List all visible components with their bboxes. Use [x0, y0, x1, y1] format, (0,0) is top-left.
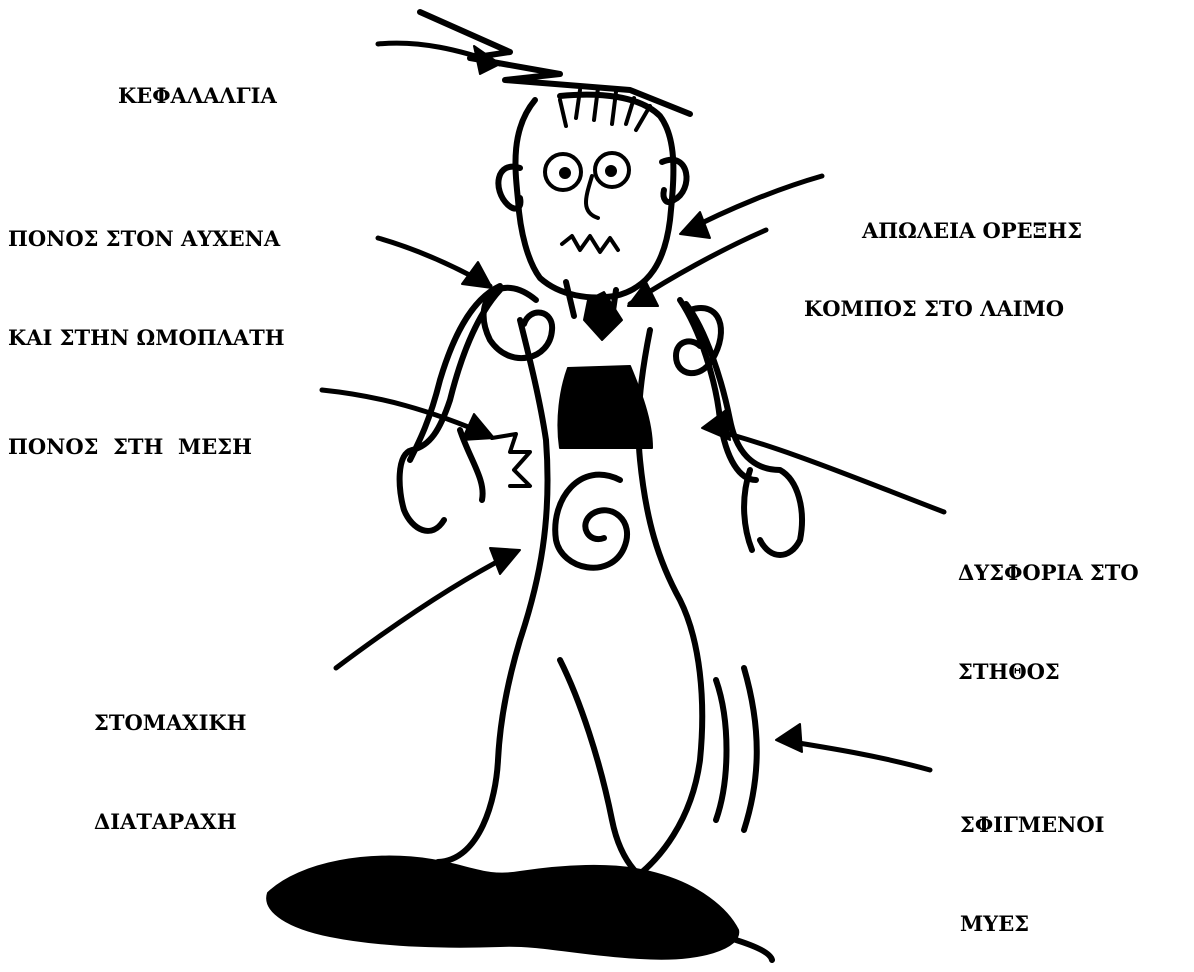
label-tense-muscles: ΣΦΙΓΜΕΝΟΙ ΜΥΕΣ — [960, 742, 1104, 972]
label-back-pain: ΠΟΝΟΣ ΣΤΗ ΜΕΣΗ — [8, 364, 252, 529]
label-stomach-upset: ΣΤΟΜΑΧΙΚΗ ΔΙΑΤΑΡΑΧΗ — [94, 640, 247, 904]
arrowhead-stomach — [490, 548, 520, 574]
arrowhead-lump — [628, 282, 658, 306]
label-neck-pain-line-2: ΚΑΙ ΣΤΗΝ ΩΜΟΠΛΑΤΗ — [8, 321, 285, 354]
arrowhead-muscles — [776, 724, 802, 752]
left-pupil — [560, 168, 570, 178]
label-chest-discomfort: ΔΥΣΦΟΡΙΑ ΣΤΟ ΣΤΗΘΟΣ — [958, 490, 1139, 754]
arrowhead-appetite — [680, 212, 710, 238]
head — [515, 95, 673, 298]
label-lump-in-throat: ΚΟΜΠΟΣ ΣΤΟ ΛΑΙΜΟ — [804, 226, 1064, 391]
label-tense-muscles-line-2: ΜΥΕΣ — [960, 907, 1104, 940]
label-neck-pain-line-1: ΠΟΝΟΣ ΣΤΟΝ ΑΥΧΕΝΑ — [8, 222, 285, 255]
arrow-stomach — [336, 552, 516, 668]
headache-zigzag — [420, 12, 690, 114]
back-pain-jag — [492, 434, 530, 486]
label-stomach-upset-line-2: ΔΙΑΤΑΡΑΧΗ — [94, 805, 247, 838]
arrowhead-chest — [702, 410, 730, 440]
label-headache-line-1: ΚΕΦΑΛΑΛΓΙΑ — [118, 79, 277, 112]
arrow-muscles — [780, 740, 930, 770]
chest-block — [558, 366, 652, 448]
nose — [586, 176, 598, 218]
label-back-pain-line-1: ΠΟΝΟΣ ΣΤΗ ΜΕΣΗ — [8, 430, 252, 463]
ground-shadow — [267, 857, 738, 959]
label-lump-in-throat-line-1: ΚΟΜΠΟΣ ΣΤΟ ΛΑΙΜΟ — [804, 292, 1064, 325]
label-chest-discomfort-line-2: ΣΤΗΘΟΣ — [958, 655, 1139, 688]
label-chest-discomfort-line-1: ΔΥΣΦΟΡΙΑ ΣΤΟ — [958, 556, 1139, 589]
right-pupil — [606, 166, 616, 176]
muscle-tension-lines — [716, 668, 757, 830]
label-tense-muscles-line-1: ΣΦΙΓΜΕΝΟΙ — [960, 808, 1104, 841]
mouth — [562, 236, 618, 252]
arrow-back-pain — [322, 390, 490, 436]
stomach-spiral — [555, 475, 627, 568]
figure-outline — [400, 12, 802, 960]
label-headache: ΚΕΦΑΛΑΛΓΙΑ — [118, 13, 277, 178]
label-stomach-upset-line-1: ΣΤΟΜΑΧΙΚΗ — [94, 706, 247, 739]
